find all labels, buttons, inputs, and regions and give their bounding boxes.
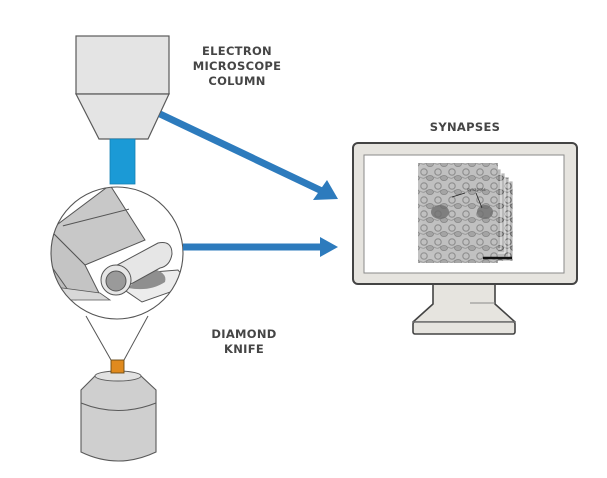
knife-label-line-1: DIAMOND [211,327,276,341]
micrograph-stack-icon: synapses [418,163,514,263]
arrow-column-to-monitor [158,110,338,200]
column-label-line-2: MICROSCOPE [193,59,282,73]
knife-label-line-2: KNIFE [224,342,264,356]
column-label-line-3: COLUMN [208,74,265,88]
knife-label: DIAMOND KNIFE [211,327,276,356]
micrograph-annotation: synapses [467,187,486,192]
column-label: ELECTRON MICROSCOPE COLUMN [193,44,282,88]
sample-icon [110,359,125,374]
column-label-line-1: ELECTRON [202,44,272,58]
electron-beam-icon [109,138,136,185]
magnified-knife-section-icon [50,186,184,320]
arrow-knife-to-monitor [183,237,338,257]
synapses-label: SYNAPSES [430,120,500,134]
magnifier-cone [85,315,149,361]
sample-block-icon [80,359,157,462]
electron-microscope-column-icon [75,35,170,140]
